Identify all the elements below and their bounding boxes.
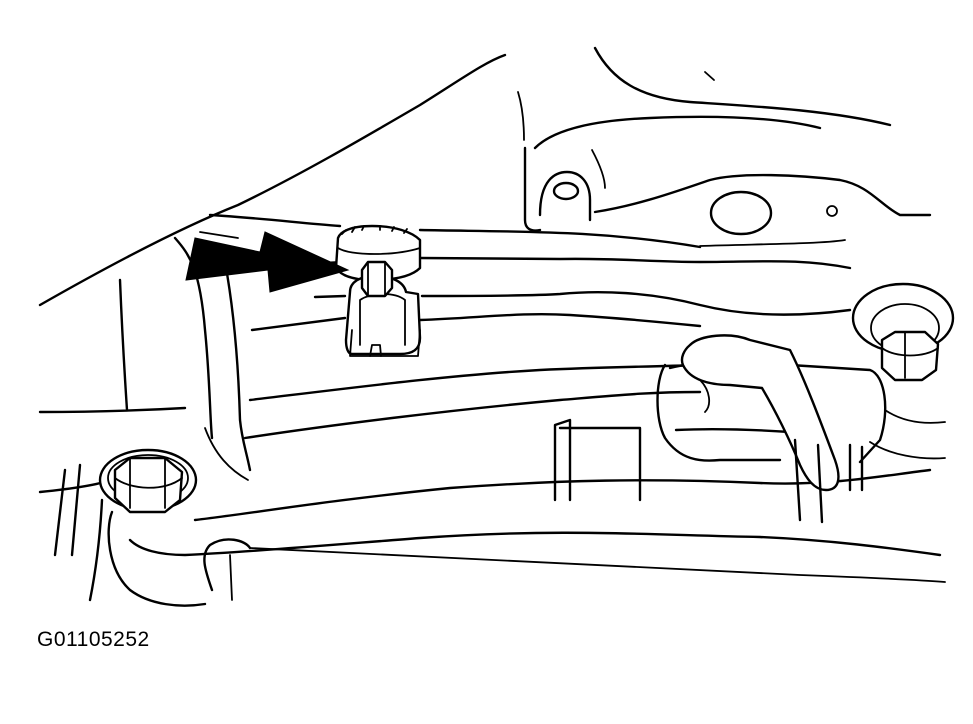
lower-left-bolt: [100, 450, 196, 512]
engine-body-outline: [40, 48, 890, 305]
upper-right-bolt: [853, 284, 953, 380]
left-bracket: [40, 238, 250, 480]
sensor-component: [336, 226, 420, 356]
sway-bar-link: [555, 335, 945, 522]
figure-code-label: G01105252: [37, 628, 150, 651]
component-location-diagram: [0, 0, 973, 620]
mounting-tab: [540, 172, 590, 220]
subframe-rails: [210, 215, 850, 438]
arrow-icon: [186, 232, 348, 292]
housing-top-right: [595, 175, 930, 246]
lower-control-arm: [40, 465, 945, 606]
